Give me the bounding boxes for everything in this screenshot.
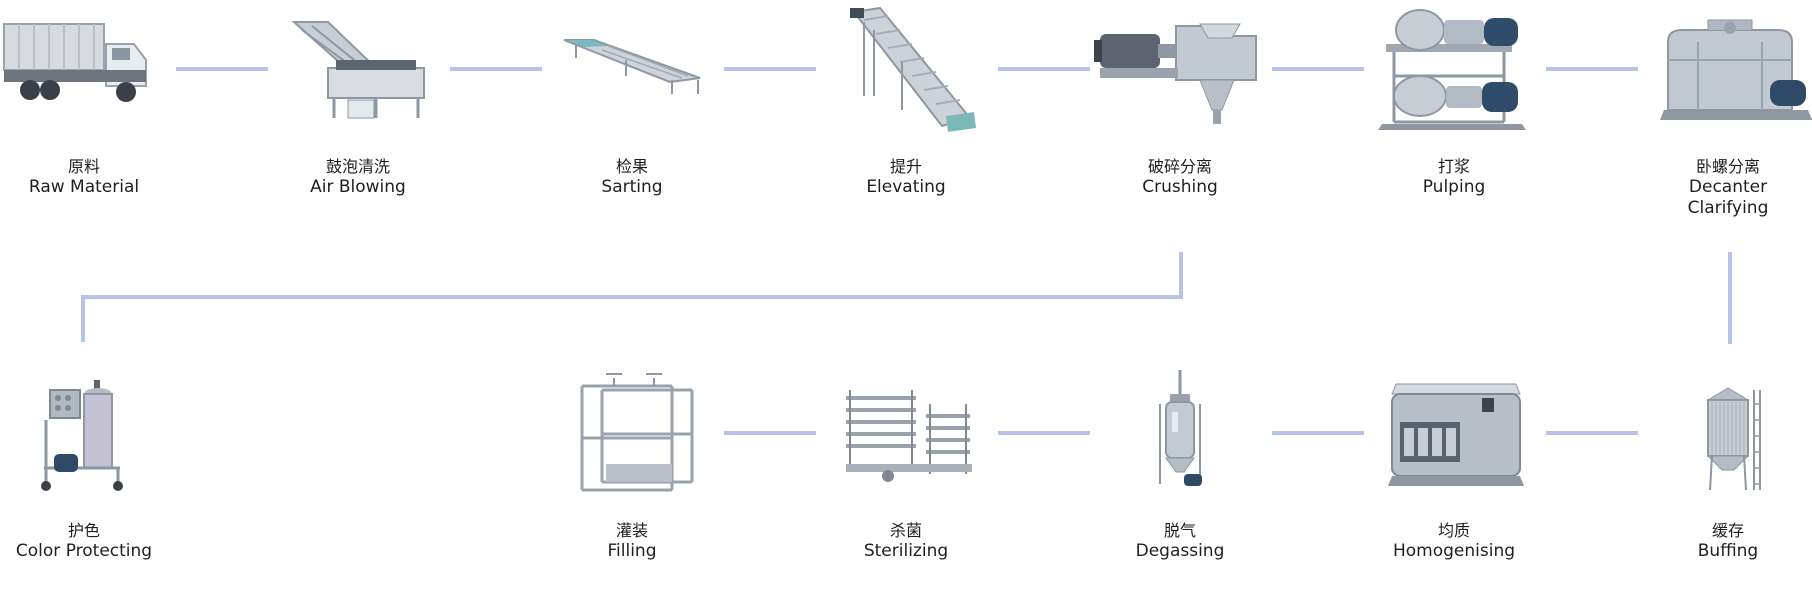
connector-6-7	[1546, 67, 1638, 71]
homogenizer-icon	[1354, 364, 1554, 504]
filler-icon	[532, 364, 732, 504]
step-label-zh: 检果	[615, 157, 648, 176]
branch-to-color-protecting	[81, 295, 85, 342]
elevator-conveyor-icon	[806, 0, 1006, 140]
sorting-conveyor-icon	[532, 0, 732, 140]
step-label-zh: 打浆	[1437, 157, 1470, 176]
decanter-icon	[1628, 0, 1812, 140]
sterilizer-icon	[806, 364, 1006, 504]
step-label-zh: 原料	[67, 157, 100, 176]
step-label-zh: 提升	[889, 157, 922, 176]
connector-9-8	[1546, 431, 1638, 435]
step-label-en: Raw Material	[28, 177, 140, 197]
step-label-en: Sterilizing	[863, 541, 949, 561]
bubble-washer-icon	[258, 0, 458, 140]
step-label-zh: 卧螺分离	[1695, 157, 1760, 176]
step-label-en-line2: Clarifying	[1687, 198, 1769, 218]
step-label-en: Filling	[607, 541, 657, 561]
step-label-zh: 鼓泡清洗	[325, 157, 390, 176]
crusher-icon	[1080, 0, 1280, 140]
step-label-en: Elevating	[866, 177, 946, 197]
step-label-en: Buffing	[1697, 541, 1759, 561]
step-label-zh: 破碎分离	[1147, 157, 1212, 176]
step-label-en: Color Protecting	[15, 541, 153, 561]
step-label-en: Degassing	[1135, 541, 1225, 561]
truck-icon	[0, 0, 184, 140]
connector-12-11	[724, 431, 816, 435]
step-label-zh: 护色	[67, 521, 100, 540]
step-label-en: Decanter	[1688, 177, 1768, 197]
degasser-icon	[1080, 364, 1280, 504]
step-label-en: Pulping	[1422, 177, 1486, 197]
step-label-zh: 均质	[1437, 521, 1470, 540]
branch-horizontal	[81, 295, 1183, 299]
connector-7-8	[1728, 252, 1732, 344]
step-label-en: Crushing	[1142, 177, 1218, 197]
connector-11-10	[998, 431, 1090, 435]
color-protect-tank-icon	[0, 364, 184, 504]
step-label-zh: 杀菌	[889, 521, 922, 540]
buffer-tank-icon	[1628, 364, 1812, 504]
step-label-en: Air Blowing	[310, 177, 406, 197]
connector-5-6	[1272, 67, 1364, 71]
branch-down	[1179, 252, 1183, 299]
connector-3-4	[724, 67, 816, 71]
pulper-icon	[1354, 0, 1554, 140]
step-label-en: Sarting	[601, 177, 663, 197]
connector-10-9	[1272, 431, 1364, 435]
connector-1-2	[176, 67, 268, 71]
step-label-zh: 脱气	[1163, 521, 1196, 540]
step-label-en: Homogenising	[1392, 541, 1516, 561]
step-label-zh: 灌装	[615, 521, 648, 540]
connector-4-5	[998, 67, 1090, 71]
step-label-zh: 缓存	[1711, 521, 1744, 540]
connector-2-3	[450, 67, 542, 71]
